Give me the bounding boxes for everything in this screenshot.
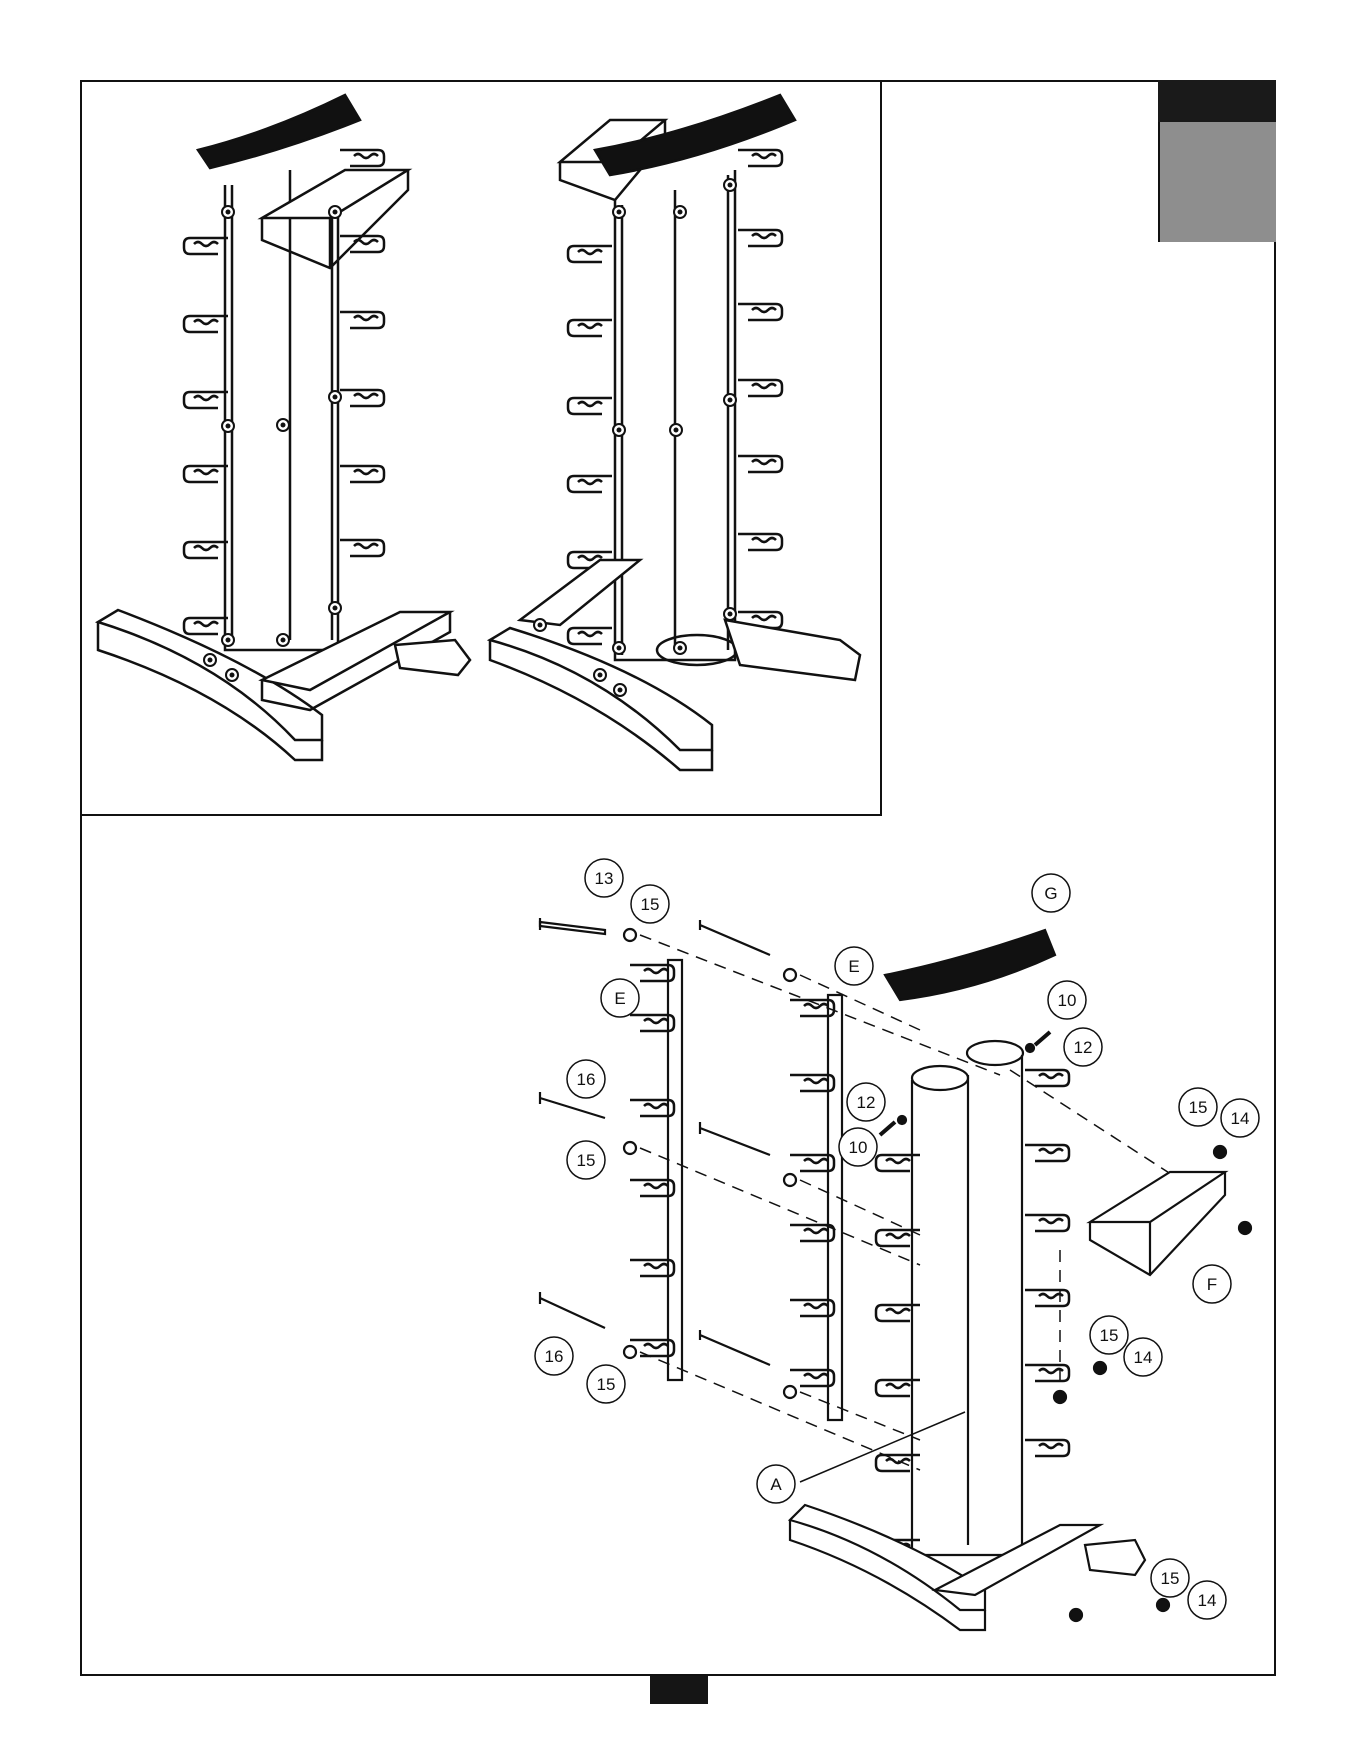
svg-text:16: 16: [577, 1070, 596, 1089]
callout-13: 13: [585, 859, 623, 897]
callout-14-right-top: 14: [1221, 1099, 1259, 1137]
callout-15-right-mid: 15: [1090, 1316, 1128, 1354]
svg-text:15: 15: [1161, 1569, 1180, 1588]
callout-15-right-top: 15: [1179, 1088, 1217, 1126]
svg-text:A: A: [770, 1475, 782, 1494]
svg-text:15: 15: [597, 1375, 616, 1394]
callout-A: A: [757, 1465, 795, 1503]
callout-14-base: 14: [1188, 1581, 1226, 1619]
svg-text:E: E: [614, 989, 625, 1008]
svg-text:13: 13: [595, 869, 614, 888]
svg-text:14: 14: [1198, 1591, 1217, 1610]
callout-E-right: E: [835, 947, 873, 985]
callout-16-bottom: 16: [535, 1337, 573, 1375]
callout-14-right-mid: 14: [1124, 1338, 1162, 1376]
callout-E-left: E: [601, 979, 639, 1017]
callout-F: F: [1193, 1265, 1231, 1303]
callout-16-top: 16: [567, 1060, 605, 1098]
svg-text:12: 12: [857, 1093, 876, 1112]
svg-text:G: G: [1044, 884, 1057, 903]
svg-text:14: 14: [1231, 1109, 1250, 1128]
callout-15-mid: 15: [567, 1141, 605, 1179]
callout-10-top: 10: [1048, 981, 1086, 1019]
callout-15-base: 15: [1151, 1559, 1189, 1597]
callout-12-mid: 12: [847, 1083, 885, 1121]
svg-text:F: F: [1207, 1275, 1217, 1294]
svg-text:16: 16: [545, 1347, 564, 1366]
exploded-view: [540, 918, 1251, 1630]
svg-text:15: 15: [641, 895, 660, 914]
svg-text:15: 15: [1189, 1098, 1208, 1117]
svg-text:10: 10: [849, 1138, 868, 1157]
callout-G: G: [1032, 874, 1070, 912]
svg-text:E: E: [848, 957, 859, 976]
svg-text:12: 12: [1074, 1038, 1093, 1057]
svg-text:15: 15: [1100, 1326, 1119, 1345]
callout-10-mid: 10: [839, 1128, 877, 1166]
svg-text:15: 15: [577, 1151, 596, 1170]
callout-15-top: 15: [631, 885, 669, 923]
callout-12-top: 12: [1064, 1028, 1102, 1066]
svg-text:14: 14: [1134, 1348, 1153, 1367]
svg-text:10: 10: [1058, 991, 1077, 1010]
callout-15-bottom: 15: [587, 1365, 625, 1403]
